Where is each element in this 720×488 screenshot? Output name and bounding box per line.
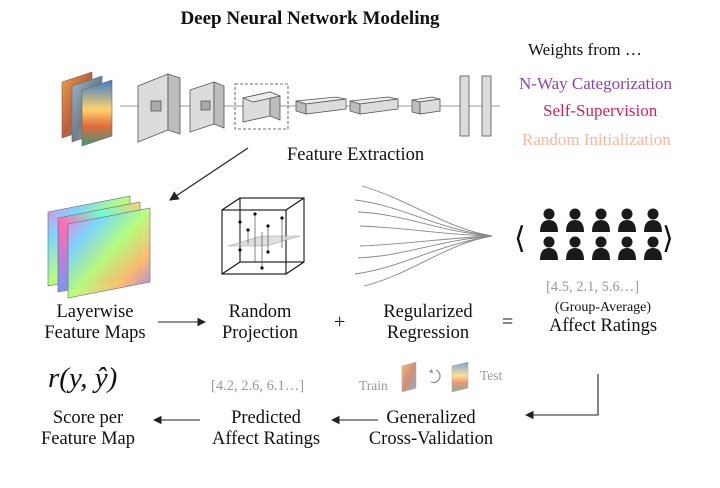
weights-n-way: N-Way Categorization bbox=[519, 74, 672, 93]
svg-text:⟩: ⟩ bbox=[662, 221, 674, 256]
predicted-values: [4.2, 2.6, 6.1…] bbox=[211, 378, 305, 394]
predicted-line1: Predicted bbox=[231, 408, 301, 428]
arrow-extract-to-maps bbox=[169, 147, 249, 201]
ratings-values: [4.5, 2.1, 5.6…] bbox=[546, 279, 640, 295]
cnn-architecture bbox=[137, 73, 492, 143]
group-average-label: (Group-Average) bbox=[554, 300, 652, 315]
plus-sign: + bbox=[334, 311, 346, 333]
train-label: Train bbox=[359, 378, 388, 393]
train-test-images bbox=[401, 361, 469, 393]
weights-random-init: Random Initialization bbox=[522, 130, 671, 149]
projection-line2: Projection bbox=[221, 323, 299, 343]
score-line1: Score per bbox=[52, 408, 124, 428]
score-formula: r(y, ŷ) bbox=[48, 362, 118, 394]
projection-line1: Random bbox=[228, 302, 292, 322]
cv-label: Generalized Cross-Validation bbox=[356, 408, 506, 450]
equals-sign: = bbox=[502, 311, 514, 333]
cv-line2: Cross-Validation bbox=[368, 429, 494, 449]
rater-silhouettes: ⟨ ⟩ bbox=[514, 208, 674, 260]
weights-self-supervision: Self-Supervision bbox=[543, 101, 658, 120]
regression-label: Regularized Regression bbox=[368, 302, 488, 344]
regression-line1: Regularized bbox=[383, 302, 473, 322]
feature-maps-line2: Feature Maps bbox=[44, 323, 146, 343]
feature-maps-label: Layerwise Feature Maps bbox=[30, 302, 160, 344]
regularization-paths bbox=[354, 185, 493, 287]
regression-line2: Regression bbox=[386, 323, 470, 343]
arrow-ratings-to-cv bbox=[524, 374, 599, 420]
input-images bbox=[61, 71, 113, 147]
cv-line1: Generalized bbox=[386, 408, 476, 428]
predicted-line2: Affect Ratings bbox=[211, 429, 321, 449]
projection-label: Random Projection bbox=[205, 302, 315, 344]
feature-extraction-label: Feature Extraction bbox=[287, 145, 425, 165]
feature-map-stack bbox=[47, 195, 151, 299]
score-line2: Feature Map bbox=[40, 429, 135, 449]
score-label: Score per Feature Map bbox=[28, 408, 148, 450]
svg-text:⟨: ⟨ bbox=[514, 221, 526, 256]
diagram-title: Deep Neural Network Modeling bbox=[180, 8, 440, 29]
affect-ratings-label: Affect Ratings bbox=[548, 316, 658, 336]
weights-header: Weights from … bbox=[528, 40, 642, 59]
feature-maps-line1: Layerwise bbox=[56, 302, 134, 322]
test-label: Test bbox=[480, 368, 503, 383]
predicted-label: Predicted Affect Ratings bbox=[196, 408, 336, 450]
projection-cube bbox=[221, 197, 305, 275]
